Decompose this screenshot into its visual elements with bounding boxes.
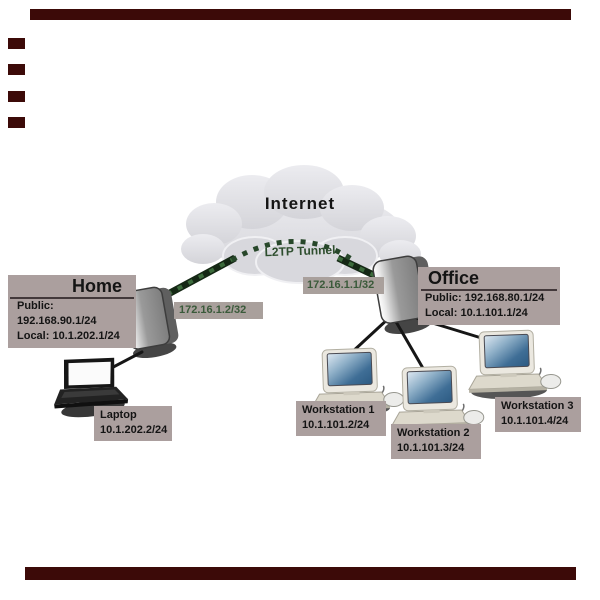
redaction-square-4 <box>8 117 25 128</box>
workstation-1-label: Workstation 1 10.1.101.2/24 <box>296 401 386 436</box>
workstation-3-name: Workstation 3 <box>501 400 574 412</box>
workstation-2-ip: 10.1.101.3/24 <box>397 442 465 454</box>
workstation-3-label: Workstation 3 10.1.101.4/24 <box>495 397 581 432</box>
mouse-icon <box>383 392 405 408</box>
office-public-ip: Public: 192.168.80.1/24 <box>425 292 545 304</box>
workstation-3-icon <box>468 329 562 400</box>
home-info-box: Home Public: 192.168.90.1/24 Local: 10.1… <box>8 275 136 348</box>
l2tp-tunnel-arc <box>230 239 358 265</box>
office-info-box: Office Public: 192.168.80.1/24 Local: 10… <box>418 267 560 325</box>
mouse-icon <box>463 410 485 426</box>
laptop-name: Laptop <box>100 409 137 421</box>
workstation-1-name: Workstation 1 <box>302 404 375 416</box>
home-tunnel-ip-label: 172.16.1.2/32 <box>174 302 263 319</box>
workstation-2-name: Workstation 2 <box>397 427 470 439</box>
redaction-square-1 <box>8 38 25 49</box>
workstation-1-ip: 10.1.101.2/24 <box>302 419 370 431</box>
redaction-bar-bottom <box>25 567 576 580</box>
redaction-square-3 <box>8 91 25 102</box>
office-local-ip: Local: 10.1.101.1/24 <box>425 307 528 319</box>
laptop-label: Laptop 10.1.202.2/24 <box>94 406 172 441</box>
internet-cloud-icon <box>181 165 421 284</box>
internet-label: Internet <box>264 194 336 213</box>
laptop-icon <box>54 357 129 418</box>
office-router-ws1-link <box>348 316 391 356</box>
laptop-ip: 10.1.202.2/24 <box>100 424 168 436</box>
redaction-bar-top <box>30 9 571 20</box>
mouse-icon <box>540 374 562 390</box>
workstation-2-label: Workstation 2 10.1.101.3/24 <box>391 424 481 459</box>
office-tunnel-ip-label: 172.16.1.1/32 <box>303 277 384 294</box>
redaction-square-2 <box>8 64 25 75</box>
home-local-ip: Local: 10.1.202.1/24 <box>17 330 120 342</box>
home-title: Home <box>10 275 134 299</box>
workstation-3-ip: 10.1.101.4/24 <box>501 415 569 427</box>
office-title: Office <box>421 267 557 291</box>
home-public-ip: Public: 192.168.90.1/24 <box>17 300 97 327</box>
office-tunnel-dashes <box>337 256 385 282</box>
